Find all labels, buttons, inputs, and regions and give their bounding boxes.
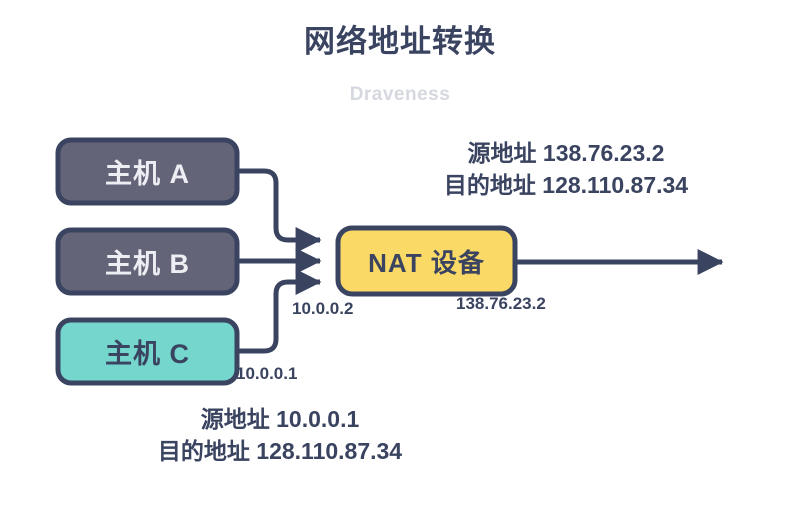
address-bottom-source: 源地址 10.0.0.1 <box>200 406 360 432</box>
node-host-b-label: 主机 B <box>105 249 190 279</box>
address-bottom-destination: 目的地址 128.110.87.34 <box>157 437 403 464</box>
node-host-c-label: 主机 C <box>105 339 190 369</box>
link-host-c-to-nat <box>237 269 322 354</box>
node-host-a[interactable] <box>55 137 240 206</box>
ip-annotation-host-b: 10.0.0.2 <box>292 299 354 318</box>
address-top-source: 源地址 138.76.23.2 <box>467 140 665 166</box>
page-subtitle: Draveness <box>349 84 451 105</box>
ip-annotation-nat-public: 138.76.23.2 <box>456 294 546 313</box>
address-label-bottom: 源地址 10.0.0.1 目的地址 128.110.87.34 <box>100 404 460 467</box>
node-nat-device[interactable] <box>335 225 518 297</box>
address-top-destination: 目的地址 128.110.87.34 <box>443 171 689 198</box>
page-title: 网络地址转换 <box>304 24 496 59</box>
node-host-c[interactable] <box>55 317 240 386</box>
ip-annotation-host-c: 10.0.0.1 <box>236 364 298 383</box>
link-host-a-to-nat <box>237 168 322 253</box>
address-label-top: 源地址 138.76.23.2 目的地址 128.110.87.34 <box>396 138 736 201</box>
node-host-b[interactable] <box>55 227 240 296</box>
node-nat-device-label: NAT 设备 <box>368 247 485 278</box>
node-host-a-label: 主机 A <box>105 159 190 189</box>
